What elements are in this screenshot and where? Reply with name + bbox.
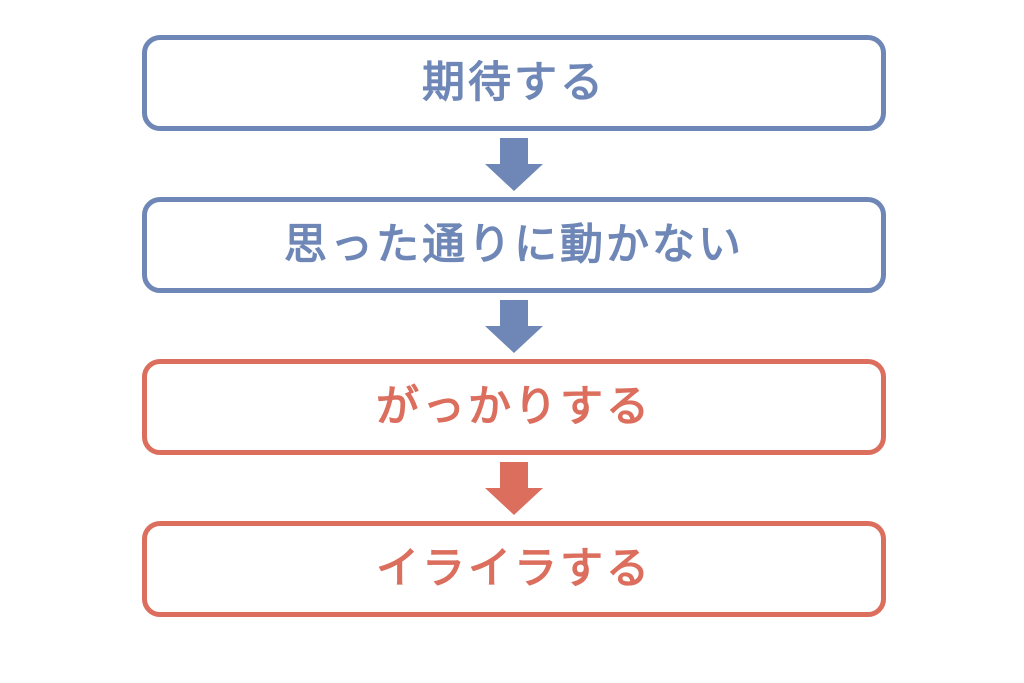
flow-step-label: イライラする [376, 544, 652, 593]
flow-step-expect: 期待する [142, 35, 886, 131]
flow-step-irritated: イライラする [142, 521, 886, 617]
flow-step-label: 期待する [422, 58, 606, 107]
flowchart: 期待する 思った通りに動かない がっかりする イライラする [142, 0, 886, 617]
down-arrow-icon [485, 299, 543, 353]
flow-step-disappointed: がっかりする [142, 359, 886, 455]
down-arrow-icon [485, 461, 543, 515]
flow-step-not-work-as-expected: 思った通りに動かない [142, 197, 886, 293]
flow-step-label: 思った通りに動かない [284, 220, 744, 269]
arrow-row [142, 293, 886, 359]
arrow-row [142, 455, 886, 521]
down-arrow-icon [485, 137, 543, 191]
arrow-row [142, 131, 886, 197]
flow-step-label: がっかりする [376, 382, 652, 431]
